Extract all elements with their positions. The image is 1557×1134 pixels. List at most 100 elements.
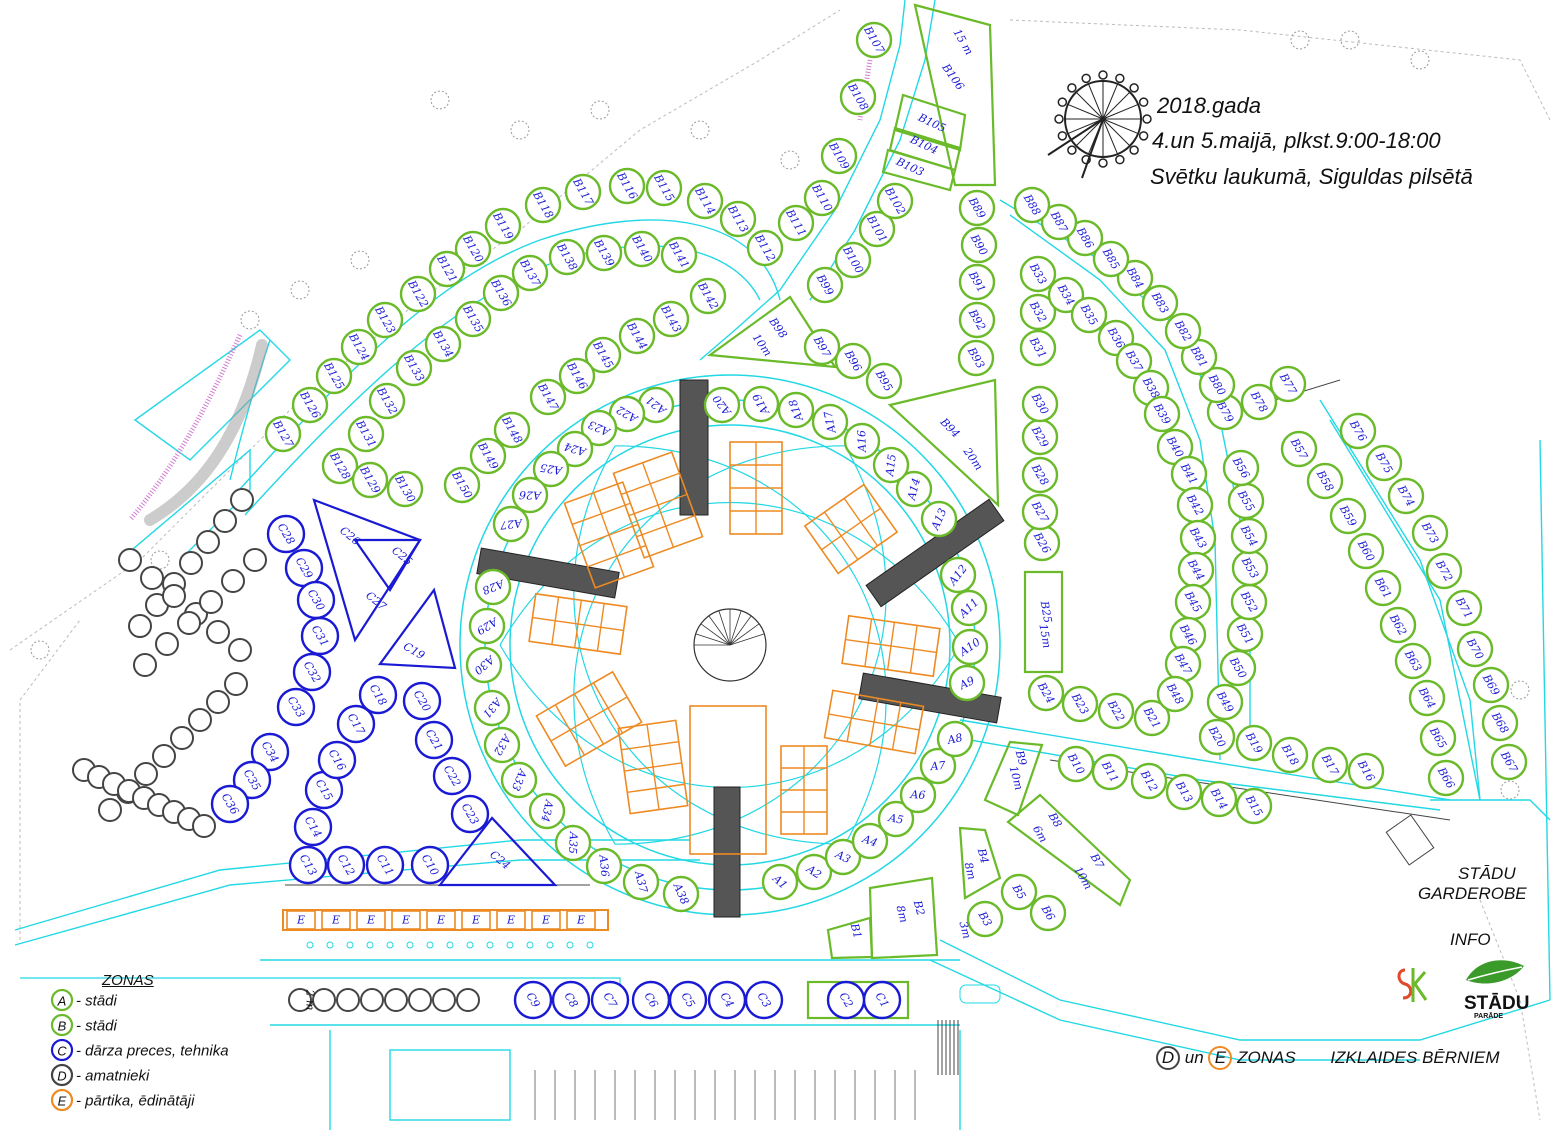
stand-B15[interactable]: B15 [1235,787,1273,825]
stand-B26[interactable]: B26 [1023,524,1061,562]
stand-A4[interactable]: A4 [851,822,889,860]
craft-stand-4[interactable] [384,988,408,1012]
stand-B129[interactable]: B129 [351,461,389,499]
stand-B131[interactable]: B131 [347,415,385,453]
stand-B91[interactable]: B91 [958,263,996,301]
stand-B69[interactable]: B69 [1472,666,1510,704]
stand-B61[interactable]: B61 [1364,569,1402,607]
stand-C22[interactable]: C22 [432,756,472,796]
stand-A15[interactable]: A15 [872,446,910,484]
stand-B117[interactable]: B117 [564,173,602,211]
stand-B89[interactable]: B89 [958,189,996,227]
craft-stand-42[interactable] [155,632,179,656]
stand-A7[interactable]: A7 [919,747,957,785]
food-stand-4[interactable]: E [391,910,421,930]
stand-C16[interactable]: C16 [317,740,357,780]
stand-A29[interactable]: A29 [468,607,506,645]
stand-B76[interactable]: B76 [1339,412,1377,450]
stand-B54[interactable]: B54 [1230,517,1268,555]
craft-stand-17[interactable] [134,762,158,786]
food-stand-8[interactable]: E [531,910,561,930]
stand-B135[interactable]: B135 [454,300,492,338]
stand-C5[interactable]: C5 [668,980,708,1020]
plot-C19[interactable] [377,587,457,670]
craft-stand-39[interactable] [221,569,245,593]
stand-B18[interactable]: B18 [1271,736,1309,774]
craft-stand-9[interactable] [213,509,237,533]
stand-B20[interactable]: B20 [1198,718,1236,756]
stand-B14[interactable]: B14 [1200,780,1238,818]
craft-stand-33[interactable] [140,566,164,590]
craft-stand-14[interactable] [128,614,152,638]
food-stand-7[interactable]: E [496,910,526,930]
stand-B22[interactable]: B22 [1097,692,1135,730]
craft-stand-15[interactable] [98,798,122,822]
stand-B83[interactable]: B83 [1141,284,1179,322]
stand-C8[interactable]: C8 [551,980,591,1020]
stand-C21[interactable]: C21 [414,720,454,760]
stand-B68[interactable]: B68 [1481,704,1519,742]
stand-C32[interactable]: C32 [292,652,332,692]
stand-B45[interactable]: B45 [1174,583,1212,621]
stand-B146[interactable]: B146 [558,357,596,395]
stand-B59[interactable]: B59 [1329,497,1367,535]
stand-B27[interactable]: B27 [1021,493,1059,531]
stand-B37[interactable]: B37 [1115,342,1153,380]
stand-A20[interactable]: A20 [703,386,741,424]
stand-B144[interactable]: B144 [618,317,656,355]
stand-B93[interactable]: B93 [957,339,995,377]
stand-C31[interactable]: C31 [300,616,340,656]
stand-B126[interactable]: B126 [291,386,329,424]
stand-B21[interactable]: B21 [1133,699,1171,737]
craft-stand-43[interactable] [133,653,157,677]
stand-B58[interactable]: B58 [1306,462,1344,500]
craft-stand-18[interactable] [152,744,176,768]
food-stand-2[interactable]: E [321,910,351,930]
craft-stand-10[interactable] [196,530,220,554]
stand-C12[interactable]: C12 [326,845,366,885]
craft-stand-3[interactable] [360,988,384,1012]
stand-B96[interactable]: B96 [834,342,872,380]
stand-B63[interactable]: B63 [1394,642,1432,680]
stand-B99[interactable]: B99 [806,266,844,304]
stand-B130[interactable]: B130 [386,470,424,508]
stand-B150[interactable]: B150 [443,466,481,504]
stand-B32[interactable]: B32 [1019,293,1057,331]
stand-B17[interactable]: B17 [1311,746,1349,784]
stand-A36[interactable]: A36 [585,847,623,885]
food-stand-6[interactable]: E [461,910,491,930]
stand-A33[interactable]: A33 [500,761,538,799]
stand-B108[interactable]: B108 [839,78,877,116]
stand-B148[interactable]: B148 [493,411,531,449]
stand-B88[interactable]: B88 [1013,186,1051,224]
stand-A31[interactable]: A31 [473,689,511,727]
stand-B114[interactable]: B114 [686,182,724,220]
craft-stand-5[interactable] [408,988,432,1012]
stand-C14[interactable]: C14 [293,807,333,847]
stand-B111[interactable]: B111 [777,204,815,242]
stand-B48[interactable]: B48 [1156,675,1194,713]
stand-A27[interactable]: A27 [492,505,530,543]
stand-C13[interactable]: C13 [288,845,328,885]
stand-B10[interactable]: B10 [1057,745,1095,783]
stand-B30[interactable]: B30 [1021,385,1059,423]
stand-B113[interactable]: B113 [719,200,757,238]
stand-B120[interactable]: B120 [454,230,492,268]
stand-B57[interactable]: B57 [1280,430,1318,468]
stand-C4[interactable]: C4 [707,980,747,1020]
craft-stand-11[interactable] [179,551,203,575]
craft-stand-19[interactable] [170,726,194,750]
stand-B122[interactable]: B122 [399,275,437,313]
stand-B52[interactable]: B52 [1230,583,1268,621]
stand-B86[interactable]: B86 [1066,219,1104,257]
stand-B128[interactable]: B128 [321,447,359,485]
stand-B81[interactable]: B81 [1180,338,1218,376]
craft-stand-40[interactable] [199,590,223,614]
stand-C28[interactable]: C28 [266,514,306,554]
stand-B64[interactable]: B64 [1408,679,1446,717]
stand-B3[interactable]: B3 [966,900,1004,938]
stand-B124[interactable]: B124 [340,328,378,366]
stand-A12[interactable]: A12 [939,556,977,594]
craft-stand-20[interactable] [188,708,212,732]
stand-B112[interactable]: B112 [746,229,784,267]
